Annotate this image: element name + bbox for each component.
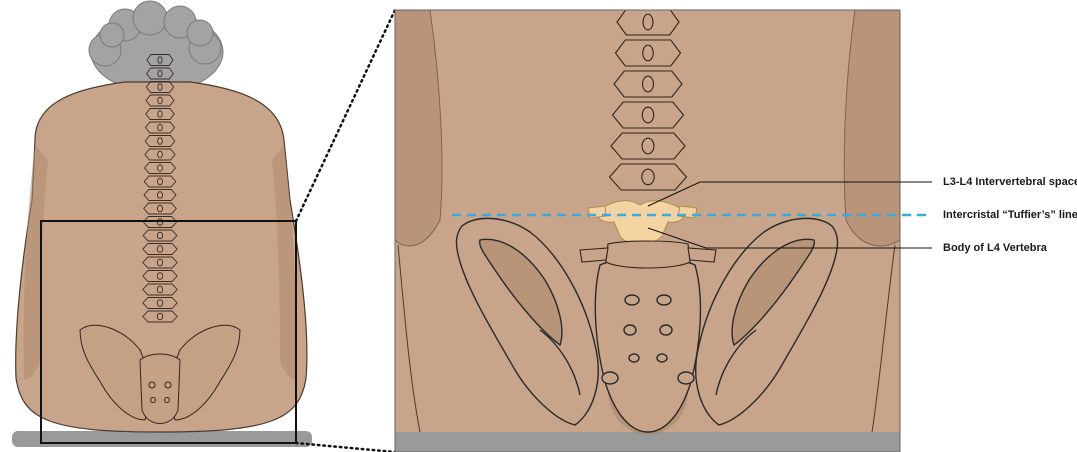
label-l3-l4-space: L3-L4 Intervertebral space bbox=[943, 176, 1077, 188]
zoom-right-arm bbox=[844, 10, 900, 246]
zoom-seat-surface bbox=[395, 432, 900, 452]
zoomed-lumbar-view bbox=[392, 9, 909, 452]
zoom-left-arm bbox=[395, 10, 442, 246]
zoom-connector-top bbox=[296, 10, 395, 221]
full-back-view bbox=[12, 1, 312, 447]
label-l4-body: Body of L4 Vertebra bbox=[943, 242, 1047, 254]
label-tuffier-line: Intercristal “Tuffier’s” line bbox=[943, 209, 1077, 221]
hair bbox=[89, 1, 223, 92]
seat-surface bbox=[12, 431, 312, 447]
